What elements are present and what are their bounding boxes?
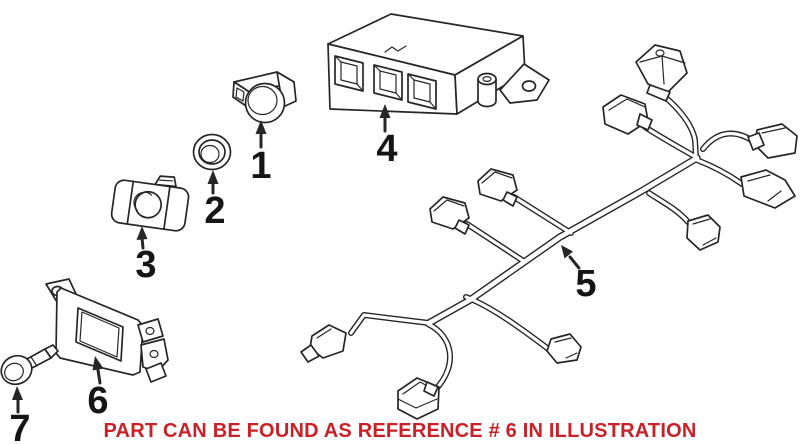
harness-connector-small-mid-right	[686, 214, 721, 251]
module-connector-slots	[334, 55, 437, 110]
harness-connector-upper-left	[602, 94, 653, 135]
part-7-mounting-bolt-illustration	[0, 344, 59, 386]
harness-connector-right-edge	[747, 123, 798, 159]
harness-connector-small-left	[300, 324, 347, 363]
callout-7-label: 7	[9, 408, 30, 444]
part-3-retainer-bracket-illustration	[110, 175, 190, 232]
part-2-seal-ring-illustration	[192, 133, 232, 171]
harness-connector-small-right	[740, 169, 796, 209]
harness-connector-medium-1	[477, 168, 518, 207]
callout-6: 6	[87, 356, 109, 422]
part-5-wiring-harness-illustration	[300, 44, 798, 420]
callout-1-label: 1	[250, 145, 271, 187]
callout-5: 5	[561, 245, 597, 305]
callout-1: 1	[250, 120, 272, 187]
callout-7: 7	[9, 386, 31, 444]
callout-5-label: 5	[575, 263, 596, 305]
callout-6-label: 6	[87, 380, 108, 422]
harness-connector-large-bottom	[397, 377, 440, 420]
reference-notice: PART CAN BE FOUND AS REFERENCE # 6 IN IL…	[103, 420, 697, 442]
callout-3-label: 3	[135, 244, 156, 286]
harness-connector-small-bottom	[546, 333, 582, 364]
callout-2: 2	[204, 170, 226, 232]
harness-connector-large-top	[635, 44, 688, 102]
part-6-distance-sensor-illustration	[45, 278, 169, 383]
callout-3: 3	[135, 226, 157, 286]
callout-4: 4	[376, 104, 398, 170]
part-4-control-module-illustration	[327, 13, 550, 115]
callout-2-label: 2	[204, 190, 225, 232]
callout-4-label: 4	[376, 128, 397, 170]
part-1-parking-sensor-illustration	[232, 71, 297, 124]
harness-connector-medium-2	[429, 196, 470, 235]
